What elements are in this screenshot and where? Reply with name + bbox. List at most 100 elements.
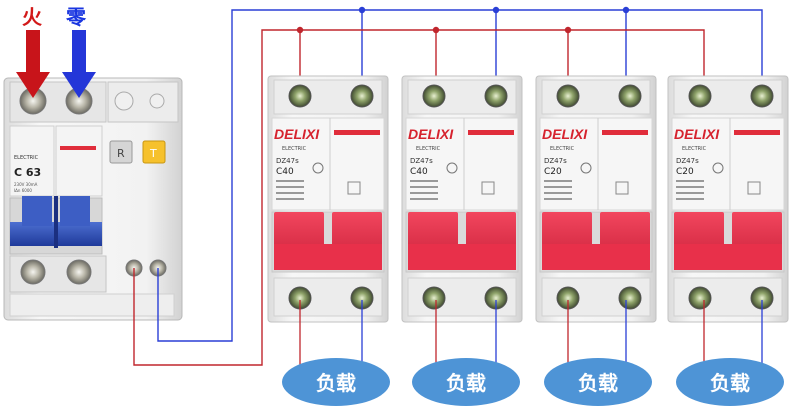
junction-dot-icon — [358, 6, 366, 14]
spec-line — [676, 192, 704, 194]
live-label: 火 — [22, 5, 43, 29]
down-arrow-icon — [16, 72, 50, 98]
breaker-rating: C20 — [676, 167, 694, 177]
loads: 负载负载负载负载 — [282, 300, 784, 406]
brand-sub: ELECTRIC — [682, 146, 707, 152]
main-breaker: ELECTRIC C 63 230V 30mA IΔn 6000 R T — [3, 77, 183, 321]
terminal-screw-icon — [688, 286, 712, 310]
cert-mark-icon — [312, 162, 324, 174]
breaker-rating: C40 — [276, 167, 294, 177]
spec-line — [544, 192, 572, 194]
brand-sub: ELECTRIC — [550, 146, 575, 152]
spec-line — [276, 198, 304, 200]
spec-line — [676, 198, 704, 200]
load-label: 负载 — [316, 371, 356, 395]
test-button[interactable] — [142, 140, 166, 164]
down-arrow-icon — [62, 72, 96, 98]
terminal-screw-icon — [688, 84, 712, 108]
load: 负载 — [282, 300, 390, 406]
spec-line — [276, 180, 304, 182]
red-stripe — [334, 130, 380, 135]
load-ellipse — [676, 358, 784, 406]
load: 负载 — [412, 300, 520, 406]
terminal-screw-icon — [149, 93, 165, 109]
spec-line — [276, 192, 304, 194]
symbol-icon — [481, 181, 495, 195]
breaker-model: DZ47s — [544, 157, 567, 165]
spec-line — [276, 186, 304, 188]
red-stripe — [468, 130, 514, 135]
symbol-icon — [347, 181, 361, 195]
svg-text:230V 30mA: 230V 30mA — [14, 182, 38, 187]
brand-sub: ELECTRIC — [416, 146, 441, 152]
cert-mark-icon — [446, 162, 458, 174]
load-label: 负载 — [578, 371, 618, 395]
terminal-screw-icon — [750, 84, 774, 108]
brand-logo: DELIXI — [542, 126, 588, 142]
terminal-screw-icon — [422, 286, 446, 310]
handle-bar[interactable] — [408, 244, 516, 270]
load-ellipse — [412, 358, 520, 406]
terminal-screw-icon — [288, 84, 312, 108]
red-stripe — [602, 130, 648, 135]
handle-bar[interactable] — [542, 244, 650, 270]
load-ellipse — [282, 358, 390, 406]
symbol-icon — [747, 181, 761, 195]
spec-line — [544, 198, 572, 200]
terminal-screw-icon — [618, 286, 642, 310]
breaker-model: DZ47s — [410, 157, 433, 165]
terminal-screw-icon — [556, 84, 580, 108]
breaker-model: DZ47s — [676, 157, 699, 165]
junction-dot-icon — [492, 6, 500, 14]
brand-logo: DELIXI — [408, 126, 454, 142]
breaker-model: DZ47s — [276, 157, 299, 165]
main-breaker-handle[interactable] — [22, 196, 52, 226]
terminal-screw-icon — [618, 84, 642, 108]
terminal-screw-icon — [20, 259, 46, 285]
neutral-input-arrow — [62, 30, 96, 98]
spec-line — [410, 180, 438, 182]
breaker-rating: C20 — [544, 167, 562, 177]
junction-dot-icon — [564, 26, 572, 34]
handle-bar[interactable] — [674, 244, 782, 270]
svg-text:R: R — [117, 147, 125, 160]
spec-line — [544, 186, 572, 188]
spec-line — [544, 180, 572, 182]
handle-bar[interactable] — [274, 244, 382, 270]
junction-dot-icon — [622, 6, 630, 14]
load-label: 负载 — [446, 371, 486, 395]
terminal-screw-icon — [350, 84, 374, 108]
spec-line — [410, 186, 438, 188]
main-breaker-rating: C 63 — [14, 166, 41, 179]
spec-line — [410, 192, 438, 194]
svg-text:IΔn 6000: IΔn 6000 — [14, 188, 32, 193]
terminal-screw-icon — [422, 84, 446, 108]
brand-logo: DELIXI — [274, 126, 320, 142]
load: 负载 — [676, 300, 784, 406]
brand-sub: ELECTRIC — [282, 146, 307, 152]
red-stripe — [734, 130, 780, 135]
load-ellipse — [544, 358, 652, 406]
load: 负载 — [544, 300, 652, 406]
spec-line — [410, 198, 438, 200]
live-input-arrow — [16, 30, 50, 98]
junction-dot-icon — [432, 26, 440, 34]
cert-mark-icon — [712, 162, 724, 174]
main-breaker-handle[interactable] — [60, 196, 90, 226]
terminal-screw-icon — [484, 84, 508, 108]
neutral-label: 零 — [65, 5, 87, 29]
reset-button[interactable] — [109, 140, 133, 164]
terminal-screw-icon — [66, 259, 92, 285]
svg-text:T: T — [149, 147, 157, 160]
breaker-rating: C40 — [410, 167, 428, 177]
main-breaker-model: ELECTRIC — [14, 155, 39, 161]
junction-dot-icon — [296, 26, 304, 34]
spec-line — [676, 180, 704, 182]
terminal-screw-icon — [114, 91, 134, 111]
